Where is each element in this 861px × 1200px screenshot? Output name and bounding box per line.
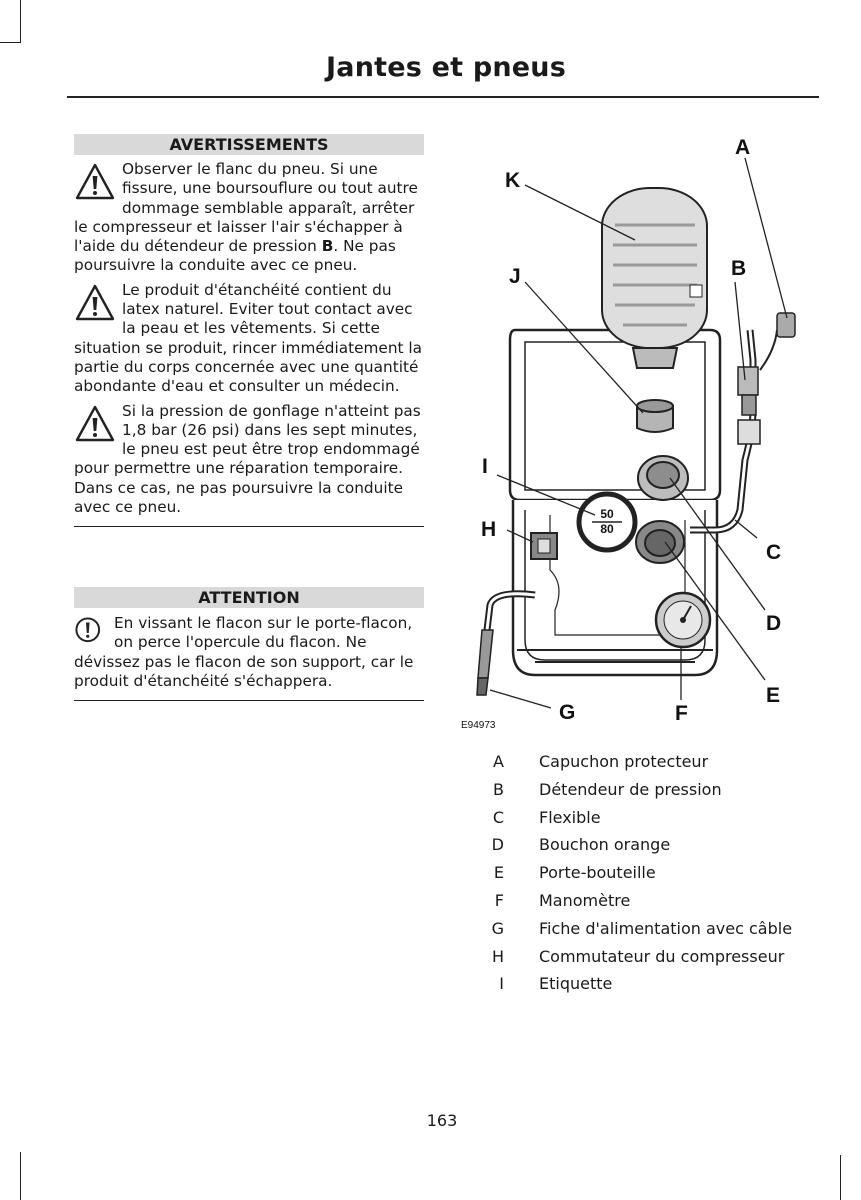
crop-mark <box>0 42 21 43</box>
warning-triangle-icon <box>75 284 115 320</box>
attention-icon <box>75 617 101 643</box>
crop-mark <box>20 1152 21 1200</box>
warnings-section: AVERTISSEMENTS Observer le flanc du pneu… <box>74 134 424 528</box>
crop-mark <box>20 0 21 42</box>
page-number: 163 <box>426 1111 458 1130</box>
protective-cap <box>759 312 796 371</box>
warning-text: Le produit d'étanchéité contient du late… <box>74 280 422 396</box>
callout-C: C <box>766 541 781 564</box>
callout-B: B <box>731 257 746 280</box>
crop-mark <box>840 1155 841 1200</box>
attention-heading: ATTENTION <box>74 587 424 608</box>
callout-E: E <box>766 684 780 707</box>
sticker-top-value: 50 <box>600 507 614 521</box>
warning-note: Si la pression de gonflage n'atteint pas… <box>74 402 424 518</box>
leader-lines <box>489 157 788 709</box>
callout-F: F <box>675 702 688 725</box>
power-plug-cable <box>476 590 536 696</box>
attention-note: En vissant le flacon sur le porte-flacon… <box>74 614 424 691</box>
callout-J: J <box>509 265 521 288</box>
section-rule <box>74 526 424 528</box>
compressor-diagram: 50 80 <box>461 136 796 731</box>
figure-code: E94973 <box>461 720 496 731</box>
callout-G: G <box>559 701 575 724</box>
callout-H: H <box>481 518 496 541</box>
warnings-heading: AVERTISSEMENTS <box>74 134 424 155</box>
sticker-bottom-value: 80 <box>600 522 614 536</box>
callout-K: K <box>505 169 520 192</box>
warning-triangle-icon <box>75 163 115 200</box>
callout-A: A <box>735 136 750 159</box>
sticker-label <box>576 491 638 553</box>
compressor-switch <box>530 532 558 560</box>
warning-note: Observer le flanc du pneu. Si une fissur… <box>74 160 424 276</box>
orange-cap-part <box>636 399 674 433</box>
attention-section: ATTENTION En vissant le flacon sur le po… <box>74 587 424 702</box>
section-rule <box>74 700 424 702</box>
attention-text: En vissant le flacon sur le porte-flacon… <box>74 614 414 690</box>
callout-labels: A K B J I H C D E G F <box>481 136 781 725</box>
pressure-gauge <box>654 591 712 649</box>
warning-text: Observer le flanc du pneu. Si une fissur… <box>74 160 418 275</box>
page-title: Jantes et pneus <box>326 52 566 83</box>
callout-D: D <box>766 612 781 635</box>
warning-note: Le produit d'étanchéité contient du late… <box>74 281 424 397</box>
sealant-bottle <box>601 187 708 369</box>
pressure-relief-valve <box>737 366 761 445</box>
title-rule <box>67 96 819 98</box>
warning-text: Si la pression de gonflage n'atteint pas… <box>74 401 421 517</box>
callout-I: I <box>482 455 488 478</box>
warning-triangle-icon <box>75 405 115 441</box>
